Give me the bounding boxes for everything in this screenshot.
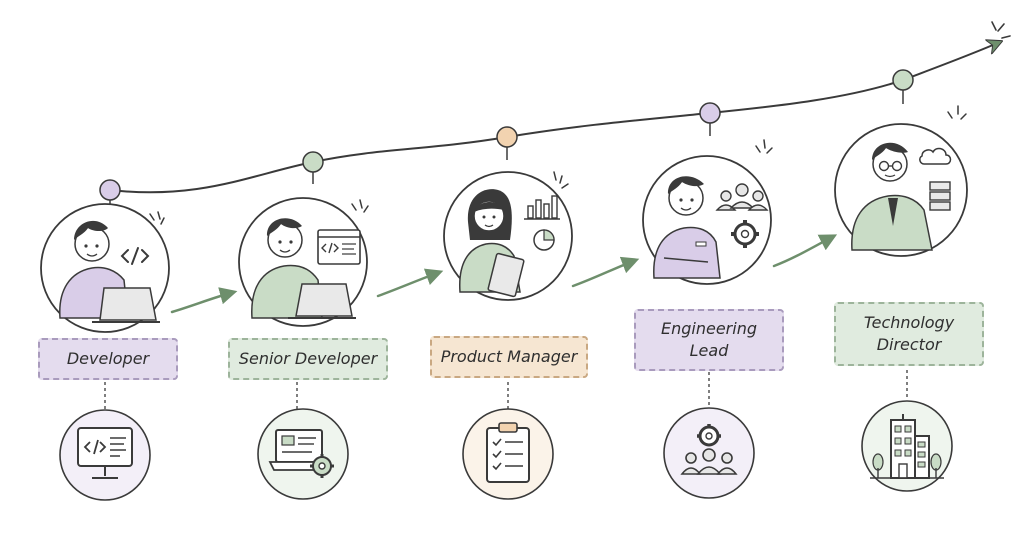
clipboard-checklist-icon <box>462 408 554 500</box>
code-brackets-icon <box>120 247 150 265</box>
engineering-lead-portrait <box>642 139 773 285</box>
bar-chart-icon <box>524 195 560 220</box>
monitor-code-icon <box>59 409 151 501</box>
progress-arrow <box>772 234 838 268</box>
role-label-technology-director: Technology Director <box>834 302 984 366</box>
developer-portrait <box>40 203 170 333</box>
gear-team-icon <box>663 407 755 499</box>
progress-arrow <box>170 287 238 314</box>
product-manager-portrait <box>443 171 573 301</box>
milestone-dot <box>496 126 518 148</box>
pie-chart-icon <box>533 229 555 251</box>
office-building-icon <box>861 400 953 492</box>
milestone-dot <box>302 151 324 173</box>
gear-icon <box>731 220 759 248</box>
milestone-dots <box>99 69 914 201</box>
role-label-text: Engineering Lead <box>661 319 757 360</box>
server-icon <box>929 181 951 211</box>
progress-arrow <box>571 256 640 288</box>
laptop-gear-icon <box>257 408 349 500</box>
motion-lines-icon <box>991 21 1011 39</box>
role-label-text: Product Manager <box>440 347 578 366</box>
progress-arrows <box>170 234 838 314</box>
team-icon <box>715 183 769 211</box>
code-window-icon <box>317 229 361 265</box>
role-label-product-manager: Product Manager <box>430 336 588 378</box>
milestone-dot <box>699 102 721 124</box>
senior-developer-portrait <box>238 197 369 327</box>
role-label-text: Developer <box>66 349 150 368</box>
role-label-text: Technology Director <box>863 313 955 354</box>
role-label-senior-developer: Senior Developer <box>228 338 388 380</box>
progress-arrow <box>376 268 444 298</box>
milestone-dot <box>99 179 121 201</box>
cloud-icon <box>919 147 952 165</box>
role-label-text: Senior Developer <box>238 349 378 368</box>
role-label-developer: Developer <box>38 338 178 380</box>
technology-director-portrait <box>834 105 968 257</box>
milestone-dot <box>892 69 914 91</box>
role-label-engineering-lead: Engineering Lead <box>634 309 784 371</box>
